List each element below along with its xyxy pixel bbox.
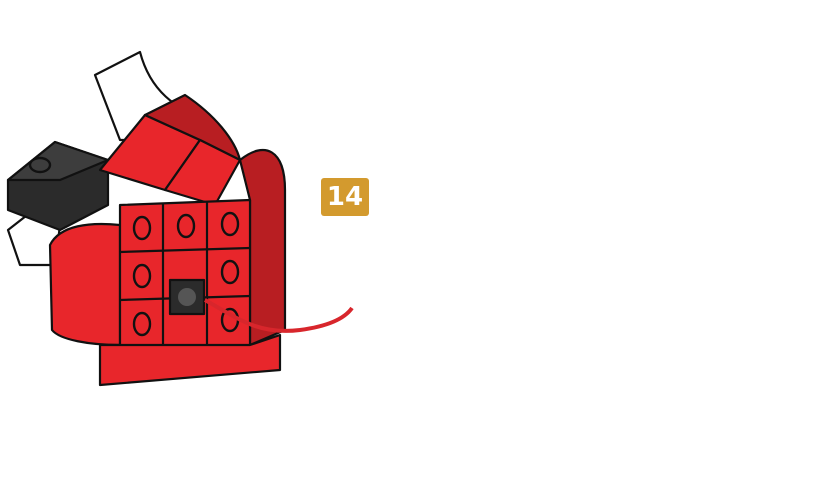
step-number-badge: 14 [321,178,369,216]
left-tail-assembly [8,52,285,385]
